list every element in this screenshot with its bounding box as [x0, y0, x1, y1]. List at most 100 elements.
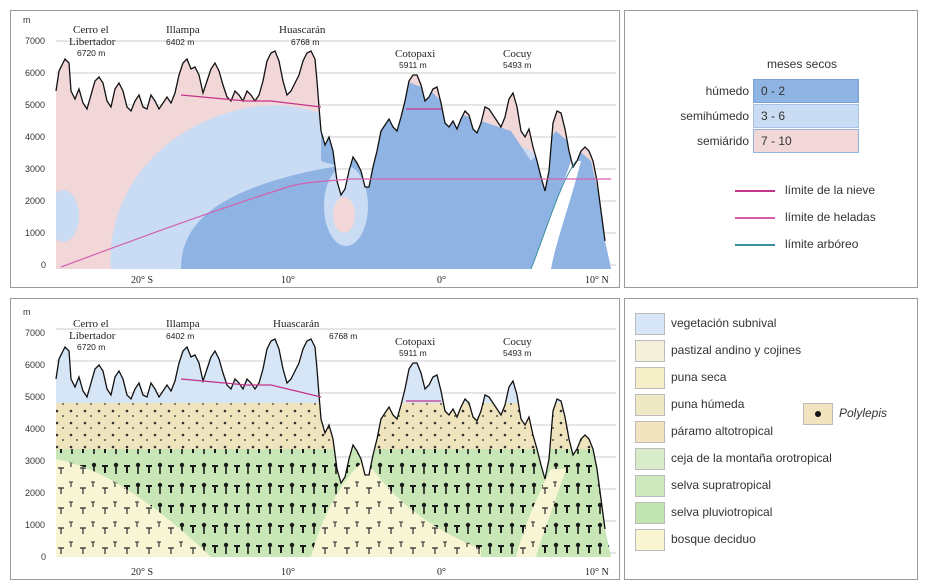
bottom-x-axis: 20° S 10° 0° 10° N	[131, 567, 609, 578]
legend-line-label: límite de heladas	[785, 210, 876, 224]
peak-name: Cerro el	[73, 318, 109, 330]
vegetation-legend-swatch	[635, 529, 665, 551]
vegetation-legend-label: ceja de la montaña orotropical	[671, 451, 832, 465]
peak-height: 6768 m	[329, 331, 357, 341]
bottom-y-tick: 0	[41, 552, 46, 562]
vegetation-legend-label: bosque deciduo	[671, 532, 756, 546]
vegetation-legend-label: pastizal andino y cojines	[671, 343, 802, 357]
peak-name: Cerro el	[73, 24, 109, 36]
top-y-tick: 4000	[25, 132, 45, 142]
bottom-x-tick: 10° N	[585, 567, 609, 578]
bottom-y-tick: 7000	[25, 328, 45, 338]
bottom-snow-segments	[180, 378, 322, 398]
vegetation-legend-label: vegetación subnival	[671, 316, 777, 330]
vegetation-legend-label: puna húmeda	[671, 397, 745, 411]
legend-frostline-swatch	[735, 217, 775, 219]
bottom-y-tick: 5000	[25, 392, 45, 402]
top-y-unit: m	[23, 15, 31, 25]
peak-name: Huascarán	[273, 318, 320, 330]
bottom-profile-svg: m 7000 6000 5000 4000 3000 2000 1000 0 2…	[23, 307, 616, 578]
top-mountain-outline	[55, 50, 606, 242]
legend-swatch-semihumid	[753, 104, 859, 128]
top-profile-svg: m 7000 6000 5000 4000 3000 2000 1000 0 2…	[23, 15, 616, 286]
treeline	[530, 160, 577, 270]
legend-title: meses secos	[767, 57, 838, 71]
bottom-y-tick: 4000	[25, 424, 45, 434]
peak-name: Libertador	[69, 36, 116, 48]
bottom-y-tick: 3000	[25, 456, 45, 466]
legend-treeline-swatch	[735, 244, 775, 246]
top-peak-labels: Cerro el Libertador 6720 m Illampa 6402 …	[69, 24, 532, 70]
vegetation-legend-swatch	[635, 313, 665, 335]
peak-height: 6402 m	[166, 331, 194, 341]
bottom-x-tick: 0°	[437, 567, 446, 578]
semiarid-pocket	[333, 197, 355, 233]
vegetation-legend-swatch	[635, 475, 665, 497]
peak-name: Illampa	[166, 318, 200, 330]
legend-line-label: límite de la nieve	[785, 183, 876, 197]
top-x-axis: 20° S 10° 0° 10° N	[131, 275, 609, 286]
top-y-tick: 6000	[25, 68, 45, 78]
deciduous-zone-central	[311, 459, 481, 557]
legend-class-range: 7 - 10	[761, 134, 792, 148]
top-x-tick: 20° S	[131, 275, 153, 286]
bottom-mountain-outline	[55, 338, 606, 530]
vegetation-legend-label: selva supratropical	[671, 478, 772, 492]
legend-swatch-humid	[753, 79, 859, 103]
peak-name: Libertador	[69, 330, 116, 342]
vegetation-legend-swatch	[635, 502, 665, 524]
top-x-tick: 10°	[281, 275, 295, 286]
top-x-tick: 10° N	[585, 275, 609, 286]
vegetation-legend-swatch	[635, 340, 665, 362]
bottom-x-tick: 20° S	[131, 567, 153, 578]
frost-line	[60, 178, 611, 268]
bottom-legend-panel: vegetación subnival pastizal andino y coj…	[624, 298, 918, 580]
legend-class-label: semiárido	[696, 134, 749, 148]
vegetation-legend-label: selva pluviotropical	[671, 505, 773, 519]
peak-height: 6720 m	[77, 48, 105, 58]
bottom-y-tick: 2000	[25, 488, 45, 498]
bottom-peak-labels: Cerro el Libertador 6720 m Illampa 6402 …	[69, 318, 532, 358]
legend-class-range: 0 - 2	[761, 84, 786, 98]
peak-name: Cocuy	[503, 336, 532, 348]
vegetation-legend-label: páramo altotropical	[671, 424, 774, 438]
bottom-y-unit: m	[23, 307, 31, 317]
vegetation-legend-swatch	[635, 448, 665, 470]
top-y-tick: 7000	[25, 36, 45, 46]
peak-name: Cotopaxi	[395, 48, 435, 60]
vegetation-legend-swatch	[635, 394, 665, 416]
polylepis-label: Polylepis	[839, 406, 888, 420]
peak-height: 6768 m	[291, 37, 319, 47]
top-y-tick: 0	[41, 260, 46, 270]
legend-snowline-swatch	[735, 190, 775, 192]
top-y-tick: 1000	[25, 228, 45, 238]
top-chart-panel: m 7000 6000 5000 4000 3000 2000 1000 0 2…	[10, 10, 620, 288]
bottom-x-tick: 10°	[281, 567, 295, 578]
deciduous-zone	[56, 459, 211, 557]
legend-swatch-semiarid	[753, 129, 859, 153]
top-x-tick: 0°	[437, 275, 446, 286]
top-y-tick: 3000	[25, 164, 45, 174]
legend-class-label: semihúmedo	[680, 109, 749, 123]
peak-height: 6720 m	[77, 342, 105, 352]
legend-line-label: límite arbóreo	[785, 237, 859, 251]
polylepis-symbol	[803, 403, 833, 425]
top-y-tick: 5000	[25, 100, 45, 110]
top-y-axis: m 7000 6000 5000 4000 3000 2000 1000 0	[23, 15, 46, 270]
vegetation-legend-label: puna seca	[671, 370, 727, 384]
peak-name: Cocuy	[503, 48, 532, 60]
peak-name: Cotopaxi	[395, 336, 435, 348]
peak-name: Huascarán	[279, 24, 326, 36]
bottom-chart-panel: m 7000 6000 5000 4000 3000 2000 1000 0 2…	[10, 298, 620, 580]
peak-height: 5911 m	[399, 60, 427, 70]
legend-class-range: 3 - 6	[761, 109, 786, 123]
top-y-tick: 2000	[25, 196, 45, 206]
peak-height: 5493 m	[503, 348, 531, 358]
peak-height: 6402 m	[166, 37, 194, 47]
legend-class-label: húmedo	[705, 84, 749, 98]
bottom-y-tick: 1000	[25, 520, 45, 530]
top-legend-panel: meses secos húmedo 0 - 2 semihúmedo 3 - …	[624, 10, 918, 288]
bottom-y-tick: 6000	[25, 360, 45, 370]
vegetation-legend-swatch	[635, 367, 665, 389]
peak-height: 5493 m	[503, 60, 531, 70]
